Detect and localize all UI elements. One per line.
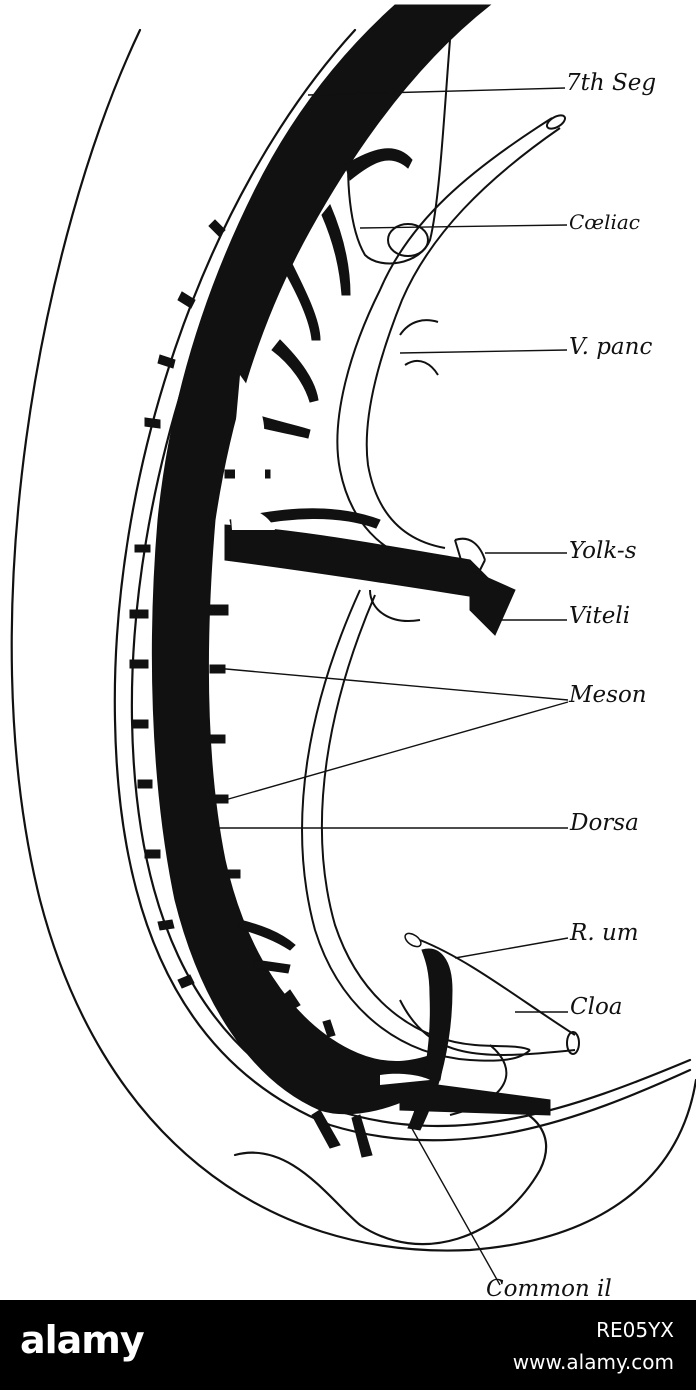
label-cloaca: Cloa [570, 994, 623, 1020]
label-common-iliac: Common il [486, 1276, 612, 1301]
label-7th-segmental: 7th Seg [566, 70, 657, 96]
diagram-drawing [10, 4, 696, 1286]
image-id: RE05YX [596, 1318, 674, 1342]
site-url: www.alamy.com [512, 1350, 674, 1374]
brand-logo: alamy [20, 1318, 145, 1362]
dorsal-aorta [129, 4, 551, 1158]
label-pancreatic-vein: V. panc [569, 334, 653, 360]
body-wall-outer [113, 28, 692, 1142]
label-vitelline: Viteli [569, 603, 631, 629]
label-yolk-stalk: Yolk-s [569, 538, 637, 564]
watermark-footer: alamy RE05YX www.alamy.com [0, 1300, 696, 1390]
tail-fold [233, 1108, 548, 1246]
embryo-vascular-diagram: 7th Seg Cœliac V. panc Yolk-s Viteli Mes… [10, 4, 696, 1301]
label-umbilical: R. um [570, 920, 639, 946]
label-mesonephric: Meson [569, 682, 647, 708]
leader-lines [212, 87, 569, 1286]
embryo-outline [10, 28, 696, 1252]
label-dorsal-aorta: Dorsa [570, 810, 639, 836]
label-coeliac: Cœliac [569, 210, 640, 234]
